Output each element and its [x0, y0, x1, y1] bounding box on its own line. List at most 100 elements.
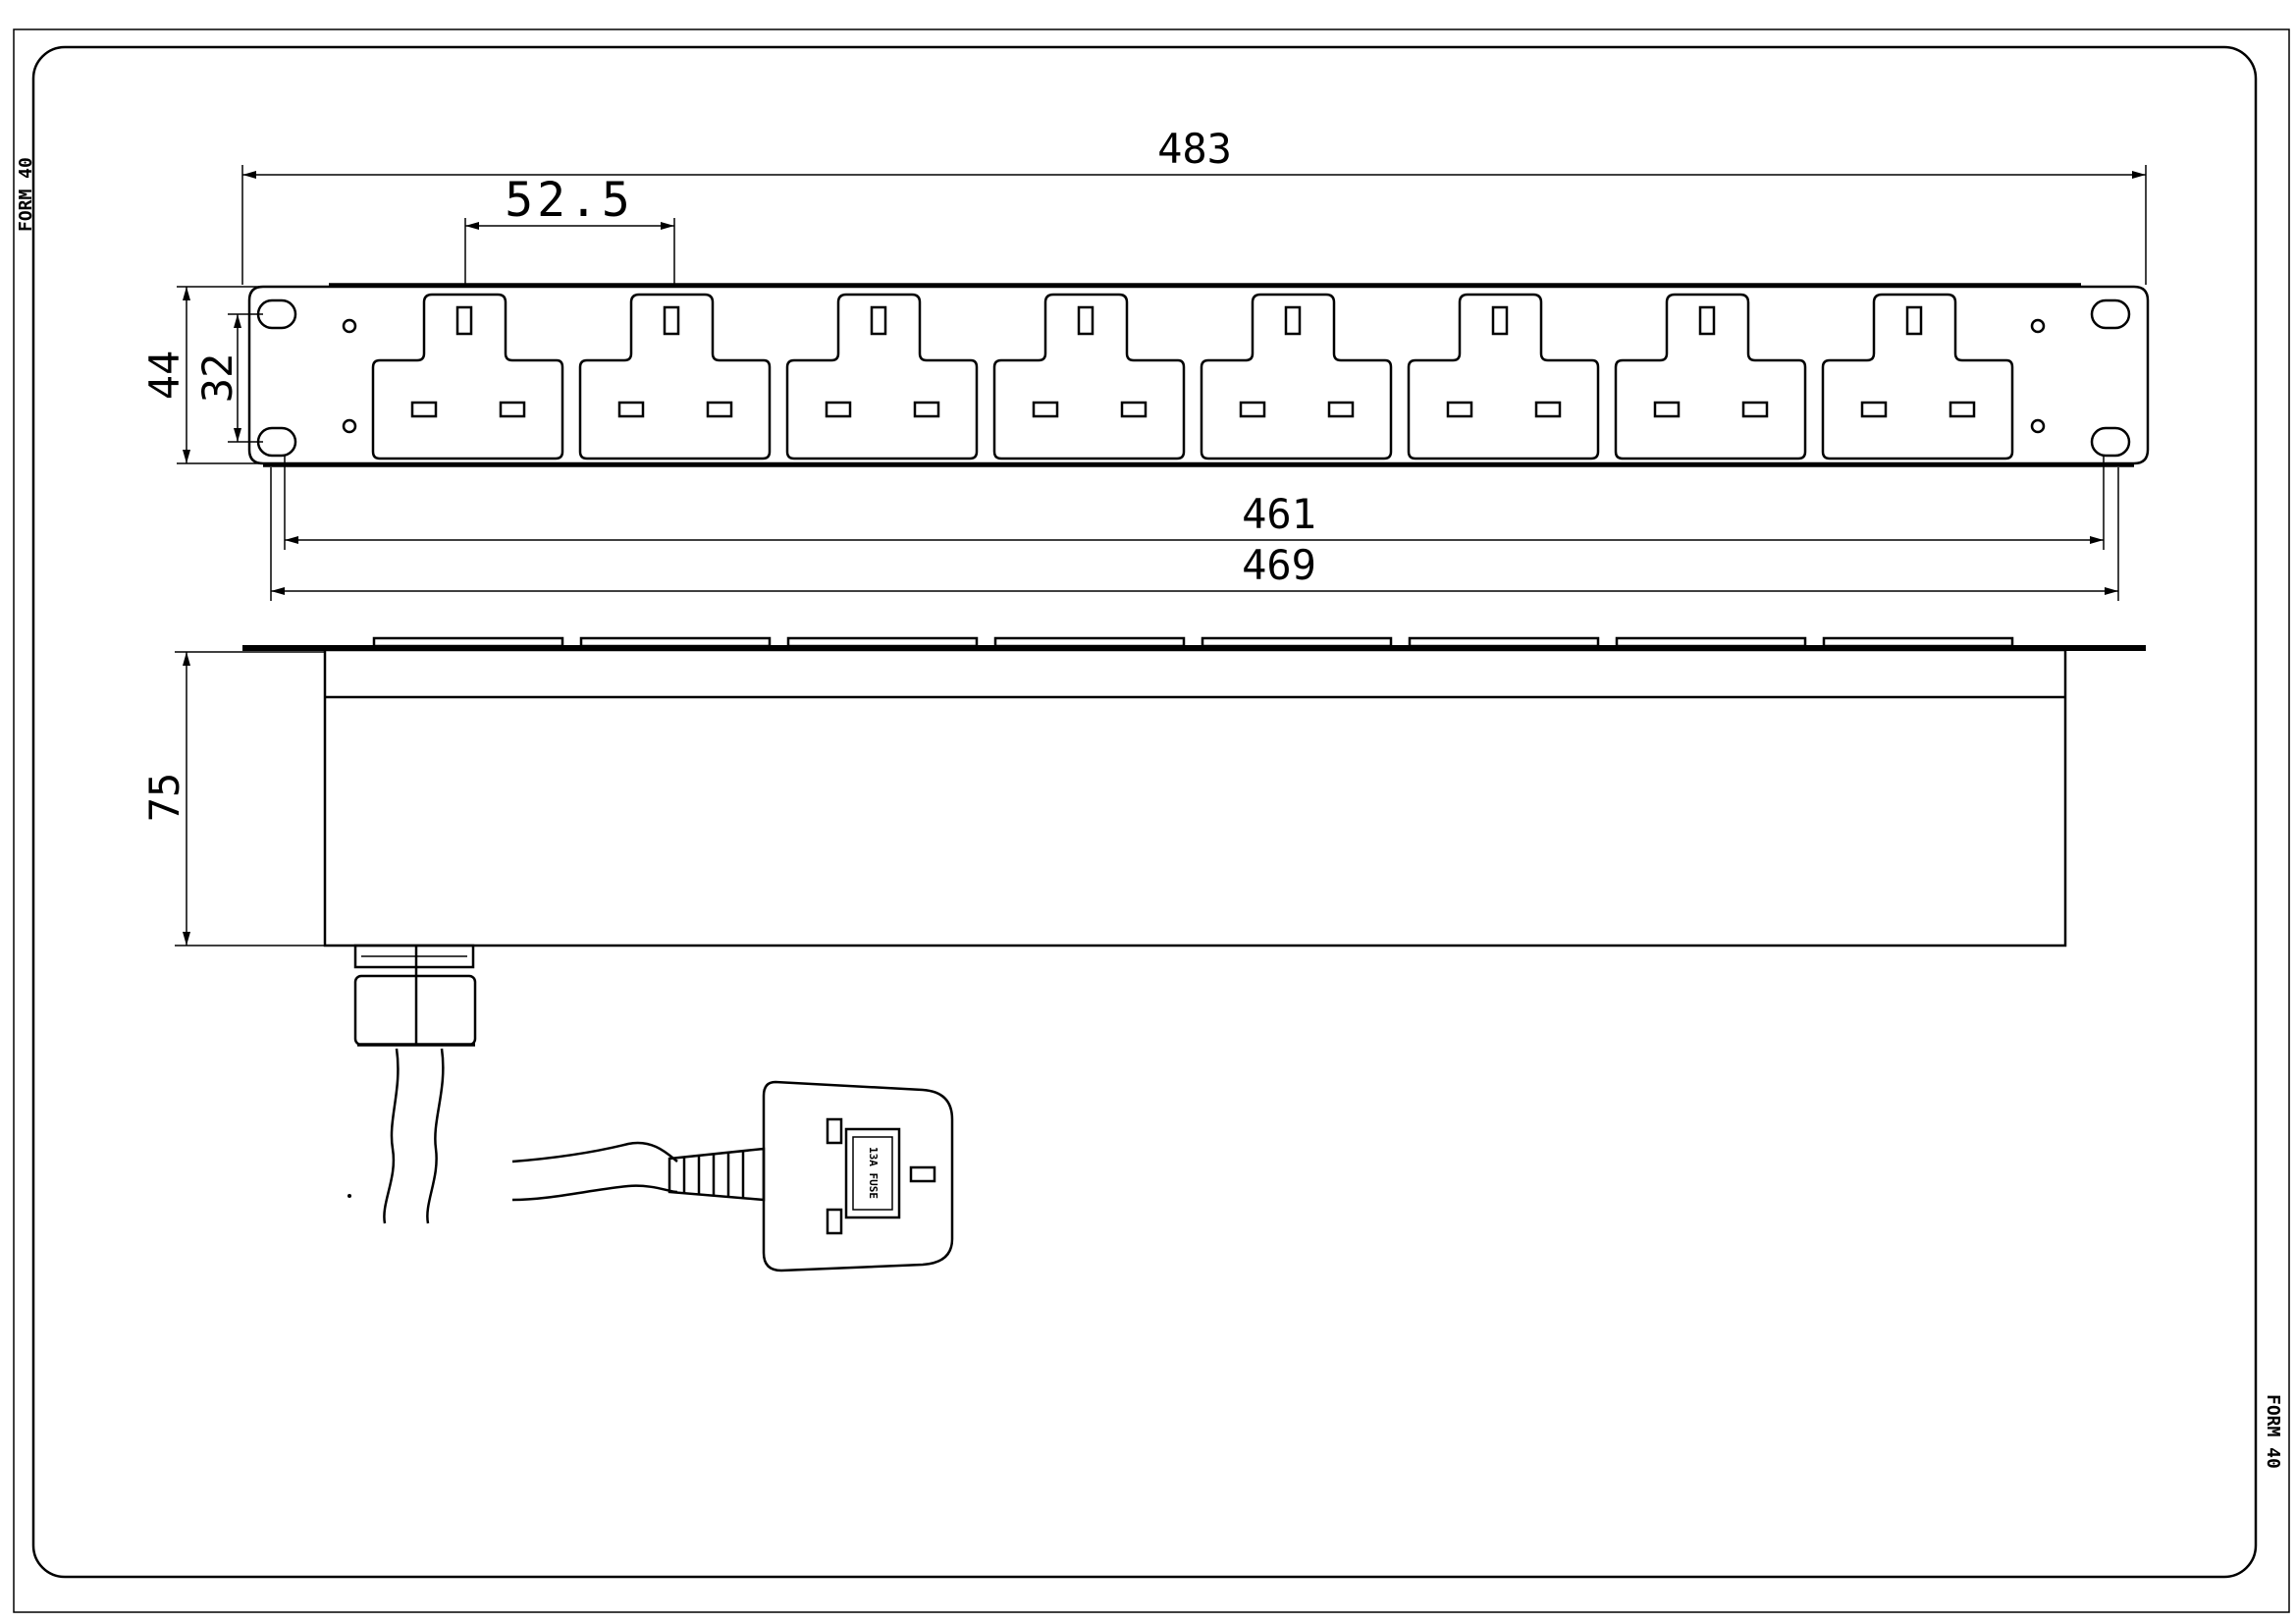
screw-hole	[2030, 418, 2046, 434]
dimension-hole-spacing-vertical: 32	[193, 313, 263, 443]
mounting-slot	[2090, 298, 2131, 330]
socket-line-slot	[913, 401, 940, 418]
enclosure-body	[323, 648, 2067, 947]
dimension-height: 44	[140, 286, 263, 464]
dimension-label-32: 32	[193, 353, 241, 404]
socket-outline	[371, 293, 564, 460]
socket-earth-slot	[663, 305, 680, 336]
dimension-label-461: 461	[1242, 490, 1316, 538]
socket-earth-slot	[1491, 305, 1509, 336]
socket-neutral-slot	[1653, 401, 1681, 418]
mounting-slot	[2090, 426, 2131, 458]
socket-neutral-slot	[825, 401, 852, 418]
socket-earth-slot	[455, 305, 473, 336]
inner-border	[31, 45, 2258, 1579]
uk-socket	[1821, 293, 2014, 460]
dimension-label-52-5: 52.5	[505, 173, 634, 228]
uk-socket	[1407, 293, 1600, 460]
socket-neutral-slot	[617, 401, 645, 418]
socket-top-profile	[579, 636, 772, 648]
dimension-socket-pitch: 52.5	[464, 173, 675, 285]
socket-line-slot	[1534, 401, 1562, 418]
fuse-holder	[844, 1127, 901, 1219]
arrowhead	[2132, 171, 2146, 179]
arrowhead	[2105, 587, 2118, 595]
socket-neutral-slot	[410, 401, 438, 418]
arrowhead	[183, 932, 190, 946]
socket-earth-slot	[1905, 305, 1923, 336]
socket-top-profile	[372, 636, 564, 648]
mounting-slot	[256, 298, 297, 330]
arrowhead	[285, 536, 298, 544]
socket-neutral-slot	[1032, 401, 1059, 418]
dimension-depth: 75	[140, 651, 325, 947]
screw-hole	[342, 418, 357, 434]
dimension-overall-width: 483	[241, 125, 2147, 285]
fuse-cartridge	[852, 1136, 893, 1211]
uk-socket	[371, 293, 564, 460]
outer-border	[13, 28, 2290, 1613]
form-label-right: FORM 40	[2263, 1394, 2283, 1469]
cable-gland	[353, 944, 477, 1047]
cable-right	[426, 1048, 445, 1224]
socket-neutral-slot	[1239, 401, 1266, 418]
arrowhead	[234, 314, 241, 328]
dimension-hole-spacing-horizontal: 461	[284, 456, 2105, 550]
front-view	[247, 283, 2150, 467]
socket-outline	[1200, 293, 1393, 460]
socket-line-slot	[499, 401, 526, 418]
socket-outline	[992, 293, 1186, 460]
arrowhead	[183, 450, 190, 463]
dimension-label-469: 469	[1242, 541, 1316, 589]
socket-earth-slot	[1077, 305, 1095, 336]
socket-earth-slot	[870, 305, 887, 336]
arrowhead	[661, 222, 674, 230]
dimension-label-75: 75	[140, 773, 188, 823]
fuse-label: 13A FUSE	[867, 1147, 880, 1199]
socket-line-slot	[1741, 401, 1769, 418]
socket-line-slot	[1327, 401, 1355, 418]
socket-line-slot	[1120, 401, 1148, 418]
arrowhead	[183, 287, 190, 300]
uk-socket	[1614, 293, 1807, 460]
uk-socket	[578, 293, 772, 460]
dimension-body-width: 469	[270, 467, 2119, 601]
screw-hole	[342, 318, 357, 334]
dimension-label-483: 483	[1157, 125, 1232, 173]
mounting-slot	[256, 426, 297, 458]
gland-nut	[353, 944, 475, 969]
socket-earth-slot	[1284, 305, 1302, 336]
plug-cable-top	[511, 1141, 678, 1163]
socket-outline	[1821, 293, 2014, 460]
cable-mark	[347, 1194, 351, 1198]
side-view	[242, 636, 2146, 1224]
socket-top-profile	[786, 636, 979, 648]
plug-body	[762, 1080, 954, 1272]
rack-panel-outline	[247, 285, 2150, 465]
plug-pin-line	[826, 1208, 843, 1235]
socket-top-profile	[1408, 636, 1600, 648]
arrowhead	[2090, 536, 2104, 544]
socket-top-profile	[993, 636, 1186, 648]
socket-top-profile	[1822, 636, 2014, 648]
arrowhead	[271, 587, 285, 595]
plug-pin-neutral	[909, 1165, 936, 1183]
socket-line-slot	[1949, 401, 1976, 418]
socket-top-profile	[1201, 636, 1393, 648]
uk-plug: 13A FUSE	[511, 1080, 954, 1272]
screw-hole	[2030, 318, 2046, 334]
arrowhead	[465, 222, 479, 230]
cable-left	[383, 1048, 400, 1224]
socket-earth-slot	[1698, 305, 1716, 336]
form-label-left: FORM 40	[16, 157, 36, 232]
dimension-label-44: 44	[140, 351, 188, 401]
socket-outline	[785, 293, 979, 460]
uk-socket	[1200, 293, 1393, 460]
socket-row	[371, 293, 2014, 460]
socket-tops	[372, 636, 2014, 648]
socket-outline	[1407, 293, 1600, 460]
socket-outline	[578, 293, 772, 460]
uk-socket	[785, 293, 979, 460]
plug-pin-earth	[826, 1117, 843, 1145]
